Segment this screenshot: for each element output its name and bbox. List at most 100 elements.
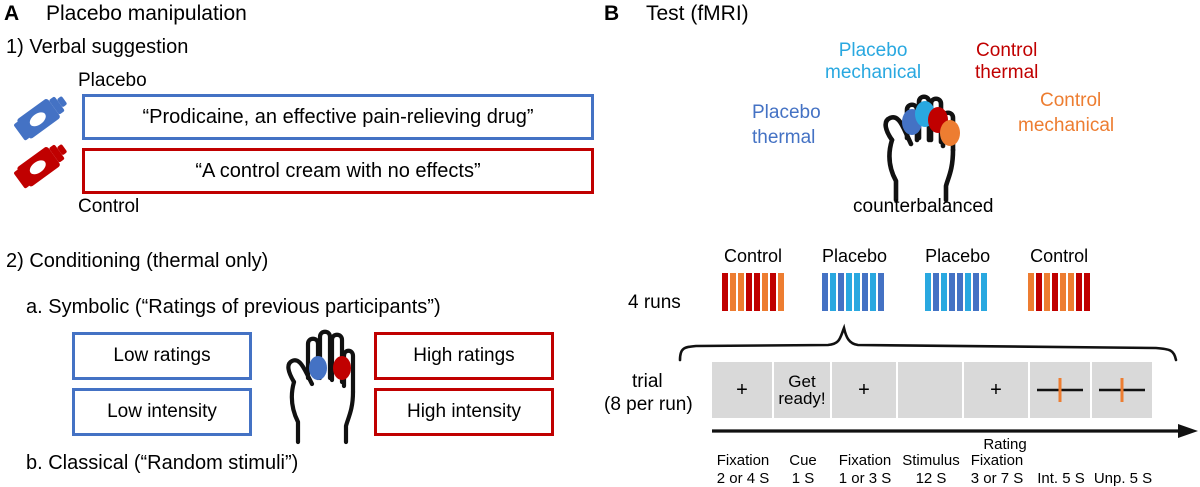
rating-unpleasant-cell-caption-line2: Unp. 5 S	[1093, 469, 1153, 487]
run-control-2: Control	[1028, 246, 1091, 311]
run-bar	[1076, 273, 1083, 311]
run-bar	[846, 273, 852, 311]
run-bar	[778, 273, 784, 311]
fixation-2-cell-glyph: +	[858, 379, 870, 401]
label-placebo-mechanical-line1: Placebo	[838, 40, 908, 61]
rating-group-caption: Rating	[983, 436, 1027, 453]
run-placebo-2-bars	[925, 273, 990, 311]
label-control-thermal-line1: Control	[976, 40, 1038, 61]
panel-a-letter: A	[4, 2, 20, 25]
run-bar	[722, 273, 728, 311]
rating-unpleasant-cell	[1092, 362, 1154, 418]
rating-unpleasant-cell-scale-icon	[1099, 378, 1145, 402]
panel-a-step2b-heading: b. Classical (“Random stimuli”)	[26, 452, 299, 474]
hand-icon-panel-b	[870, 88, 980, 204]
time-arrow	[712, 424, 1198, 438]
run-bar	[854, 273, 860, 311]
run-bar	[862, 273, 868, 311]
run-bar	[830, 273, 836, 311]
rating-intensity-cell-scale-icon	[1037, 378, 1083, 402]
high-ratings-text: High ratings	[413, 345, 515, 366]
fixation-1-cell-glyph: +	[736, 379, 748, 401]
run-bar	[925, 273, 932, 311]
run-control-1-bars	[722, 273, 784, 311]
hand-icon-panel-a	[274, 326, 370, 448]
run-bar	[1044, 273, 1051, 311]
run-bar	[770, 273, 776, 311]
run-placebo-2-label: Placebo	[925, 246, 991, 266]
label-placebo-thermal-line2: thermal	[752, 127, 816, 149]
panel-a-step1-heading: 1) Verbal suggestion	[6, 36, 189, 58]
run-bar	[949, 273, 956, 311]
counterbalanced-caption: counterbalanced	[853, 196, 994, 217]
placebo-suggestion-box: “Prodicaine, an effective pain-relieving…	[82, 94, 594, 140]
rating-intensity-cell-caption-line1	[1030, 452, 1092, 470]
fixation-2-cell-caption-line1: Fixation	[838, 452, 892, 469]
run-bar	[870, 273, 876, 311]
label-placebo-mechanical: Placebo mechanical	[825, 40, 921, 85]
rating-intensity-cell-caption: Int. 5 S	[1030, 452, 1092, 487]
rating-intensity-cell-caption-line2: Int. 5 S	[1037, 469, 1085, 487]
run-control-2-bars	[1028, 273, 1091, 311]
high-intensity-box: High intensity	[374, 388, 554, 436]
run-bar	[1084, 273, 1091, 311]
fixation-3-cell-glyph: +	[990, 379, 1002, 401]
panel-b-title: Test (fMRI)	[646, 2, 749, 25]
run-bar	[1028, 273, 1035, 311]
runs-row-label: 4 runs	[628, 292, 681, 313]
fixation-2-cell: +	[832, 362, 898, 418]
fixation-1-cell: +	[712, 362, 774, 418]
cream-tube-icon-placebo	[12, 92, 74, 144]
run-bar	[941, 273, 948, 311]
control-suggestion-text: “A control cream with no effects”	[195, 159, 481, 182]
run-control-2-label: Control	[1030, 246, 1089, 266]
run-bar	[973, 273, 980, 311]
run-placebo-1-bars	[822, 273, 887, 311]
run-bar	[730, 273, 736, 311]
fixation-3-cell: +	[964, 362, 1030, 418]
run-bar	[933, 273, 940, 311]
stimulus-cell	[898, 362, 964, 418]
run-placebo-1-label: Placebo	[822, 246, 888, 266]
fixation-1-cell-caption-line2: 2 or 4 S	[716, 469, 770, 487]
label-placebo-thermal: Placebo thermal	[752, 100, 821, 150]
stimulus-cell-caption-line2: 12 S	[915, 469, 947, 487]
low-ratings-box: Low ratings	[72, 332, 252, 380]
rating-intensity-cell	[1030, 362, 1092, 418]
panel-b-letter: B	[604, 2, 620, 25]
run-bar	[878, 273, 884, 311]
low-ratings-text: Low ratings	[113, 345, 211, 366]
label-control-mechanical: Control mechanical	[1018, 88, 1114, 138]
runs-container: Control Placebo Placebo Control	[722, 246, 1091, 311]
runs-to-trial-brace	[676, 322, 1190, 362]
label-control-thermal: Control thermal	[975, 40, 1038, 85]
run-bar	[1036, 273, 1043, 311]
run-bar	[838, 273, 844, 311]
run-bar	[1060, 273, 1067, 311]
cream-tube-icon-control	[12, 140, 74, 192]
fixation-3-cell-caption-line1: Fixation	[970, 452, 1024, 469]
run-bar	[738, 273, 744, 311]
run-placebo-1: Placebo	[822, 246, 887, 311]
panel-a-step2a-heading: a. Symbolic (“Ratings of previous partic…	[26, 296, 441, 318]
label-control-mechanical-line2: mechanical	[1018, 115, 1115, 137]
high-intensity-text: High intensity	[406, 401, 522, 422]
label-placebo-thermal-line1: Placebo	[752, 102, 821, 123]
trial-row-label-line1: trial	[632, 371, 663, 392]
run-bar	[754, 273, 760, 311]
panel-a-title: Placebo manipulation	[46, 2, 247, 25]
run-bar	[1052, 273, 1059, 311]
placebo-label: Placebo	[78, 70, 147, 91]
run-control-1: Control	[722, 246, 784, 311]
run-bar	[981, 273, 988, 311]
run-bar	[965, 273, 972, 311]
cue-cell-caption-line1: Cue	[789, 452, 817, 469]
run-placebo-2: Placebo	[925, 246, 990, 311]
control-suggestion-box: “A control cream with no effects”	[82, 148, 594, 194]
